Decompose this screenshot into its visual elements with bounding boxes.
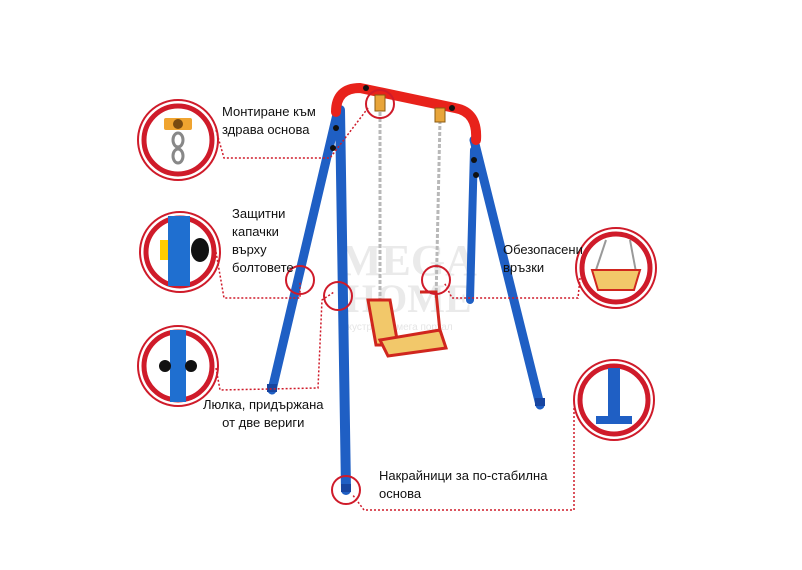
foot-cap <box>267 384 277 392</box>
mount-hook-icon <box>164 118 192 165</box>
label-secure: Обезопасени връзки <box>503 241 583 277</box>
label-mount-line1: Монтиране към <box>222 104 316 119</box>
highlight-rings <box>285 89 451 505</box>
label-caps: Защитни капачки върху болтовете <box>232 205 294 277</box>
watermark-line1: MEGA <box>340 236 477 285</box>
leader-caps <box>215 251 301 299</box>
leader-feet <box>351 408 575 511</box>
label-caps-line3: върху <box>232 242 267 257</box>
right-back-leg <box>466 146 478 304</box>
frame-bolt <box>333 125 339 131</box>
label-feet: Накрайници за по-стабилна основа <box>379 467 547 503</box>
ring-secure <box>421 265 451 295</box>
seat-base <box>377 328 448 358</box>
ring-feet <box>331 475 361 505</box>
pole-bolts-icon <box>159 330 197 402</box>
bubble-secure <box>575 227 657 309</box>
top-bar <box>331 82 482 145</box>
frame-bolt <box>473 172 479 178</box>
swing-frame <box>267 82 545 495</box>
seat-chain-icon <box>590 239 642 291</box>
right-front-leg <box>469 135 545 410</box>
bubble-caps <box>139 211 221 293</box>
ring-mount <box>365 89 395 119</box>
left-front-leg <box>335 105 351 495</box>
label-caps-line4: болтовете <box>232 260 294 275</box>
foot-cap <box>341 484 351 492</box>
swing-seat <box>366 290 448 358</box>
frame-bolt <box>363 85 369 91</box>
left-hanger <box>374 94 386 112</box>
bubble-mount <box>137 99 219 181</box>
leader-swing <box>215 291 335 391</box>
leader-lines <box>215 107 581 511</box>
label-caps-line1: Защитни <box>232 206 286 221</box>
swing-chains <box>374 94 446 301</box>
bubble-swing <box>137 325 219 407</box>
ring-caps <box>285 265 315 295</box>
label-swing-line2: от две вериги <box>222 415 305 430</box>
seat-side-frame <box>420 290 442 333</box>
right-hanger <box>434 107 446 123</box>
label-mount: Монтиране към здрава основа <box>222 103 316 139</box>
label-caps-line2: капачки <box>232 224 279 239</box>
label-secure-line1: Обезопасени <box>503 242 583 257</box>
left-back-leg <box>267 105 343 395</box>
bubble-feet <box>573 359 655 441</box>
bolt-cap-icon <box>160 216 209 286</box>
watermark: MEGA HOME екуструпен мега портал <box>340 236 477 333</box>
label-feet-line1: Накрайници за по-стабилна <box>379 468 548 483</box>
label-swing: Люлка, придържана от две вериги <box>203 396 324 432</box>
frame-bolt <box>330 145 336 151</box>
label-feet-line2: основа <box>379 486 422 501</box>
ring-swing <box>323 281 353 311</box>
label-mount-line2: здрава основа <box>222 122 310 137</box>
watermark-tagline: екуструпен мега портал <box>342 322 453 333</box>
frame-bolt <box>449 105 455 111</box>
foot-cap <box>535 398 545 406</box>
foot-tip-icon <box>596 368 632 424</box>
right-chain <box>434 119 442 301</box>
label-swing-line1: Люлка, придържана <box>203 397 324 412</box>
frame-bolt <box>471 157 477 163</box>
label-secure-line2: връзки <box>503 260 545 275</box>
